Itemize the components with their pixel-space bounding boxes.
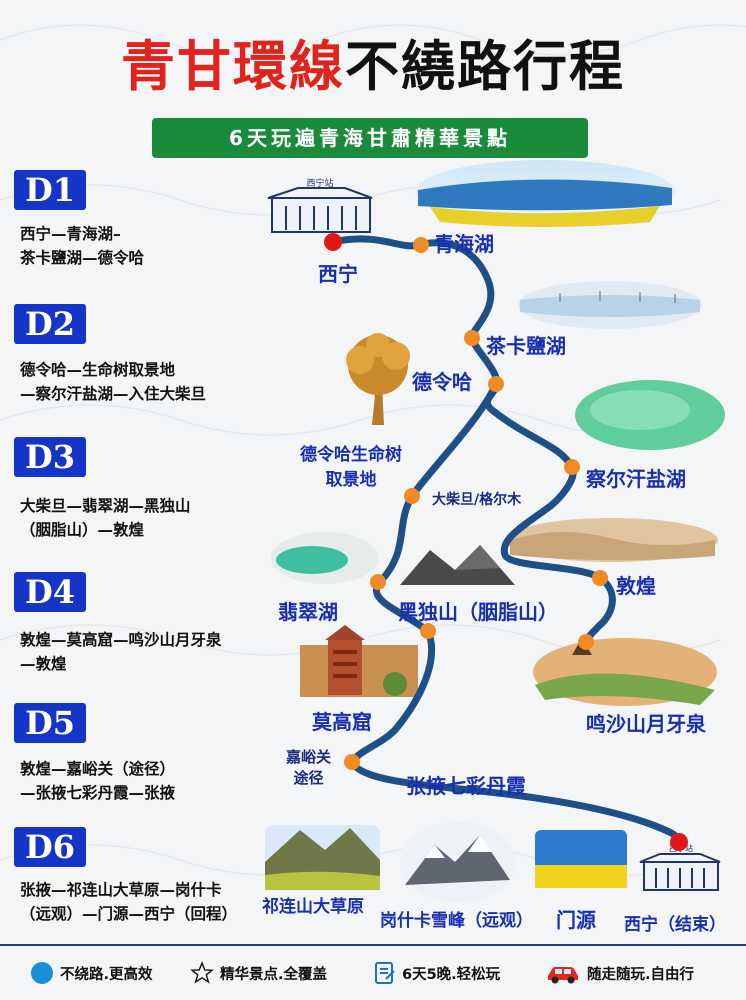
title-red-part: 青甘環線 (121, 35, 345, 98)
day-route-d6: 张掖—祁连山大草原—岗什卡 （远观）—门源—西宁（回程） (20, 878, 237, 926)
label-line: 途径 (293, 769, 324, 787)
document-icon (375, 962, 395, 984)
day-badge-d5: D5 (14, 703, 86, 743)
label-qilian: 祁连山大草原 (262, 897, 364, 917)
blue-dot-icon (31, 962, 53, 984)
day-route-line: 敦煌—嘉峪关（途径） (20, 760, 176, 778)
day-route-line: —敦煌 (20, 655, 67, 673)
label-zhangye: 张掖七彩丹霞 (406, 774, 526, 798)
label-line: 嘉峪关 (286, 748, 332, 766)
day-route-line: —张掖七彩丹霞—张掖 (20, 784, 176, 802)
qinghai-lake-scene (415, 160, 675, 227)
station-sign-start: 西宁站 (267, 177, 373, 233)
label-delingha: 德令哈 (412, 370, 472, 394)
day-route-line: 张掖—祁连山大草原—岗什卡 (20, 881, 222, 899)
title-black-part: 不繞路行程 (345, 35, 625, 98)
page-title: 青甘環線不繞路行程 (0, 22, 746, 101)
day-route-line: 茶卡鹽湖—德令哈 (20, 249, 145, 267)
label-xining-end: 西宁（结束） (624, 915, 726, 935)
day-route-line: （胭脂山）—敦煌 (20, 521, 145, 539)
footer-item-free: 随走随玩.自由行 (545, 958, 694, 988)
day-route-d2: 德令哈—生命树取景地 —察尔汗盐湖—入住大柴旦 (20, 358, 206, 406)
stop-dot-qinghaihu (413, 237, 429, 253)
stop-dot-heidushan (420, 623, 436, 639)
day-route-line: 西宁—青海湖– (20, 225, 121, 243)
label-mingsha: 鸣沙山月牙泉 (586, 712, 706, 736)
stop-dot-mingsha (578, 634, 594, 650)
heidushan-mountain-scene (400, 545, 515, 585)
label-tree-of-life: 德令哈生命树 取景地 (300, 440, 402, 490)
stop-dot-dunhuang (592, 570, 608, 586)
station-sign-label: 西宁站 (306, 177, 333, 189)
day-route-d1: 西宁—青海湖– 茶卡鹽湖—德令哈 (20, 222, 144, 270)
label-feicui: 翡翠湖 (278, 600, 338, 624)
day-route-line: 敦煌—莫高窟—鸣沙山月牙泉 (20, 631, 222, 649)
day-route-line: 大柴旦—翡翠湖—黑独山 (20, 497, 191, 515)
label-heidushan: 黑独山（胭脂山） (398, 600, 558, 624)
day-badge-d4: D4 (14, 572, 86, 612)
stop-dot-chaerhan (564, 459, 580, 475)
footer-label: 6天5晚.轻松玩 (402, 966, 501, 983)
day-badge-d3: D3 (14, 437, 86, 477)
mingsha-crescent-scene (533, 638, 717, 706)
day-route-line: （远观）—门源—西宁（回程） (20, 905, 238, 923)
stop-dot-chaka (464, 330, 480, 346)
day-route-d4: 敦煌—莫高窟—鸣沙山月牙泉 —敦煌 (20, 628, 222, 676)
chaka-salt-lake-scene (518, 281, 702, 329)
day-route-d3: 大柴旦—翡翠湖—黑独山 （胭脂山）—敦煌 (20, 494, 191, 542)
label-dunhuang: 敦煌 (616, 574, 656, 598)
label-line: 取景地 (325, 470, 377, 490)
station-sign-end: 西宁站 (639, 843, 721, 891)
chaerhan-lake-scene (575, 380, 725, 450)
label-menyuan: 门源 (556, 908, 596, 932)
stop-dot-xining (324, 233, 342, 251)
day-route-line: —察尔汗盐湖—入住大柴旦 (20, 385, 207, 403)
footer-divider (0, 944, 746, 946)
label-line: 德令哈生命树 (300, 445, 402, 465)
label-qinghaihu: 青海湖 (434, 232, 494, 256)
label-xining: 西宁 (318, 262, 358, 286)
subtitle-banner: 6天玩遍青海甘肅精華景點 (152, 118, 588, 158)
stop-dot-feicui (370, 574, 386, 590)
day-badge-d1: D1 (14, 170, 86, 210)
footer-label: 精华景点.全覆盖 (220, 966, 328, 983)
day-badge-d6: D6 (14, 827, 86, 867)
label-jiayuguan: 嘉峪关 途径 (286, 746, 331, 788)
feicui-lake-scene (271, 532, 379, 584)
stop-dot-dachaidan (404, 488, 420, 504)
stop-dot-xining-end (670, 833, 688, 851)
footer-item-days: 6天5晚.轻松玩 (374, 958, 500, 988)
footer-label: 不绕路.更高效 (60, 966, 153, 983)
day-badge-d2: D2 (14, 304, 86, 344)
stop-dot-jiayuguan (344, 754, 360, 770)
day-route-line: 德令哈—生命树取景地 (20, 361, 176, 379)
car-icon (548, 967, 578, 984)
footer-item-highlights: 精华景点.全覆盖 (190, 958, 327, 988)
label-gangshika: 岗什卡雪峰（远观） (380, 911, 533, 931)
footer-item-efficient: 不绕路.更高效 (30, 958, 153, 988)
star-icon (190, 961, 214, 984)
qilian-grassland-scene (265, 825, 380, 890)
label-dachaidan: 大柴旦/格尔木 (432, 492, 522, 508)
label-chaka: 茶卡鹽湖 (486, 334, 566, 358)
gangshika-snow-peak-scene (400, 822, 516, 902)
desert-scene (506, 518, 718, 562)
label-mogao: 莫高窟 (312, 710, 372, 734)
stop-dot-delingha (488, 376, 504, 392)
mogao-grottoes-scene (300, 625, 418, 697)
tree-of-life-scene (346, 333, 410, 425)
label-chaerhan: 察尔汗盐湖 (586, 467, 686, 491)
menyuan-field-scene (535, 830, 627, 888)
day-route-d5: 敦煌—嘉峪关（途径） —张掖七彩丹霞—张掖 (20, 757, 175, 805)
footer-label: 随走随玩.自由行 (587, 966, 695, 983)
